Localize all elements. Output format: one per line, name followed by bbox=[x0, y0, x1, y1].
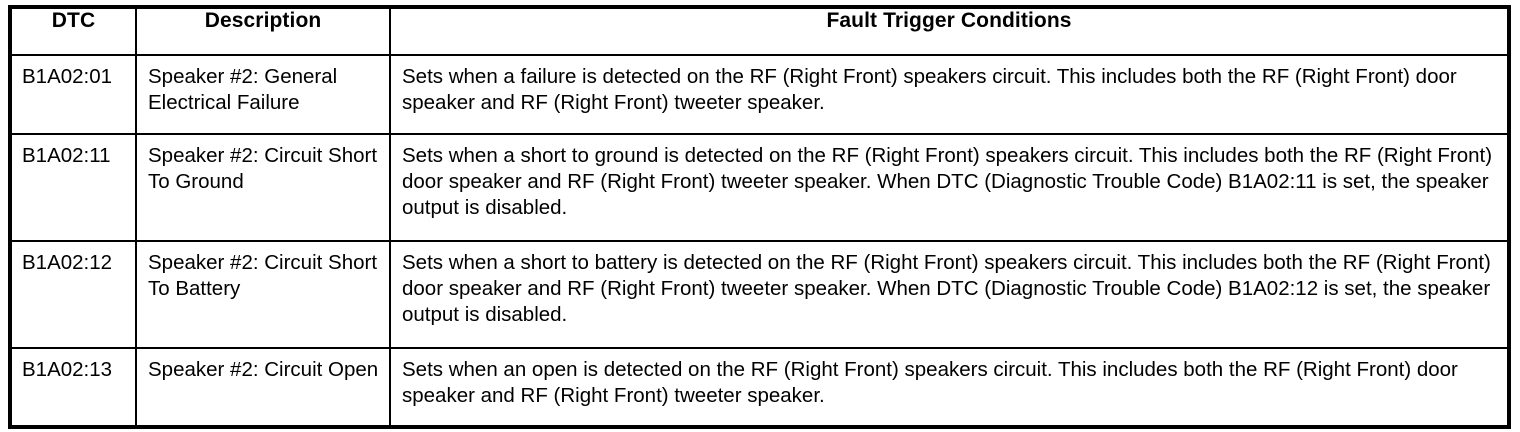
cell-conditions-text: Sets when a failure is detected on the R… bbox=[402, 65, 1457, 114]
cell-conditions-text: Sets when a short to ground is detected … bbox=[402, 144, 1493, 219]
cell-conditions: Sets when a short to battery is detected… bbox=[389, 240, 1510, 349]
cell-conditions: Sets when an open is detected on the RF … bbox=[389, 347, 1510, 428]
cell-conditions-text: Sets when a short to battery is detected… bbox=[402, 251, 1491, 326]
cell-description-text: Speaker #2: General Electrical Failure bbox=[148, 65, 338, 114]
dtc-table-container: DTC Description Fault Trigger Conditions… bbox=[8, 5, 1511, 429]
cell-dtc-text: B1A02:11 bbox=[22, 144, 111, 167]
cell-description: Speaker #2: General Electrical Failure bbox=[135, 54, 391, 135]
dtc-fault-table: DTC Description Fault Trigger Conditions… bbox=[8, 5, 1511, 429]
column-header-description: Description bbox=[135, 6, 391, 56]
cell-dtc-text: B1A02:12 bbox=[22, 251, 113, 274]
cell-dtc-text: B1A02:01 bbox=[22, 65, 113, 88]
table-row: B1A02:01 Speaker #2: General Electrical … bbox=[9, 54, 1510, 135]
cell-description: Speaker #2: Circuit Short To Ground bbox=[135, 133, 391, 242]
cell-conditions: Sets when a short to ground is detected … bbox=[389, 133, 1510, 242]
table-header: DTC Description Fault Trigger Conditions bbox=[9, 6, 1510, 56]
cell-dtc: B1A02:12 bbox=[9, 240, 137, 349]
table-body: B1A02:01 Speaker #2: General Electrical … bbox=[9, 54, 1510, 428]
cell-dtc: B1A02:11 bbox=[9, 133, 137, 242]
cell-description-text: Speaker #2: Circuit Short To Ground bbox=[148, 144, 378, 193]
cell-dtc: B1A02:13 bbox=[9, 347, 137, 428]
column-header-fault-trigger-conditions: Fault Trigger Conditions bbox=[389, 6, 1510, 56]
cell-conditions-text: Sets when an open is detected on the RF … bbox=[402, 358, 1458, 407]
cell-description-text: Speaker #2: Circuit Short To Battery bbox=[148, 251, 378, 300]
table-row: B1A02:11 Speaker #2: Circuit Short To Gr… bbox=[9, 133, 1510, 242]
cell-dtc-text: B1A02:13 bbox=[22, 358, 113, 381]
cell-dtc: B1A02:01 bbox=[9, 54, 137, 135]
cell-description-text: Speaker #2: Circuit Open bbox=[148, 358, 379, 381]
cell-description: Speaker #2: Circuit Short To Battery bbox=[135, 240, 391, 349]
table-row: B1A02:12 Speaker #2: Circuit Short To Ba… bbox=[9, 240, 1510, 349]
table-header-row: DTC Description Fault Trigger Conditions bbox=[9, 6, 1510, 56]
table-row: B1A02:13 Speaker #2: Circuit Open Sets w… bbox=[9, 347, 1510, 428]
column-header-dtc: DTC bbox=[9, 6, 137, 56]
cell-description: Speaker #2: Circuit Open bbox=[135, 347, 391, 428]
cell-conditions: Sets when a failure is detected on the R… bbox=[389, 54, 1510, 135]
